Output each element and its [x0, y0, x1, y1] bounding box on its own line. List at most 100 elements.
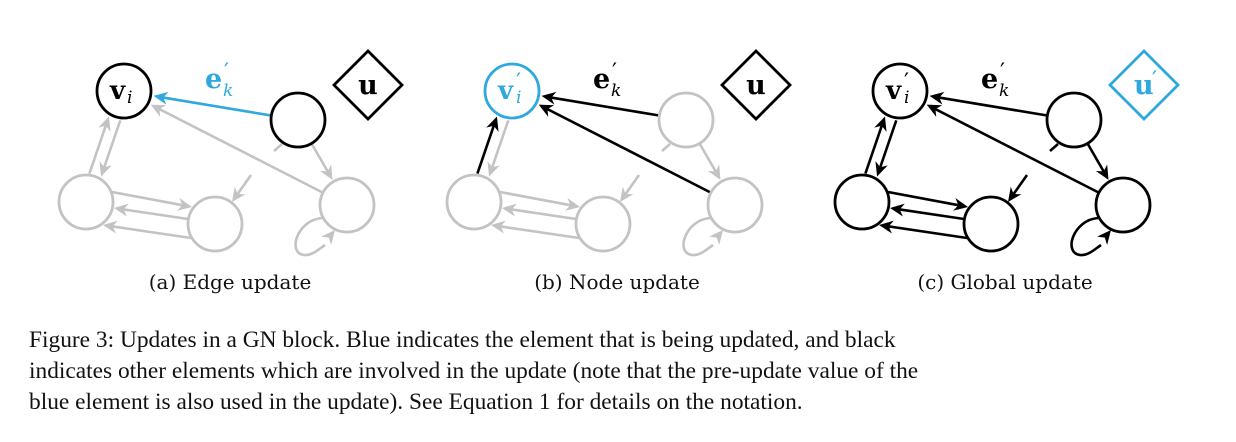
- edge-bottom-left-to-vi: [476, 116, 499, 174]
- edge-bottom-left-to-bottom-mid-arrowhead: [177, 198, 192, 211]
- edge-top-right-stub: [273, 143, 283, 152]
- subcaption-node-update: (b) Node update: [534, 270, 700, 294]
- edge-ek-label: e: [205, 64, 222, 95]
- edge-bottom-left-to-bottom-mid: [111, 190, 192, 211]
- edge-vi-to-bottom-left: [487, 119, 510, 177]
- edge-vi-to-bottom-left-arrowhead: [99, 161, 112, 177]
- self-loop-line: [1070, 216, 1102, 257]
- edge-bottom-mid-to-bottom-left-2-arrowhead: [879, 220, 894, 234]
- edge-e-k-arrowhead: [541, 91, 557, 105]
- node-vi: [95, 62, 153, 120]
- global-attribute-diamond: [332, 49, 404, 121]
- edge-ek-subscript: k: [223, 81, 233, 101]
- edge-bottom-right-to-vi-arrowhead: [538, 104, 555, 117]
- edge-top-right-to-bottom-right: [1086, 143, 1109, 180]
- edge-bottom-mid-to-bottom-left-2: [491, 220, 580, 240]
- edge-e-k: [541, 91, 659, 117]
- node-vi-label: v: [109, 76, 126, 106]
- edge-bottom-mid-to-bottom-left-2: [103, 220, 192, 240]
- edge-top-right-stub: [661, 143, 671, 152]
- edge-bottom-right-to-vi-line: [158, 107, 323, 194]
- edge-bottom-left-to-vi-line: [88, 125, 107, 174]
- edge-top-right-to-bottom-mid-line: [624, 174, 641, 195]
- node-vi-prime: ′: [516, 70, 521, 95]
- edge-bottom-left-to-vi-line: [476, 125, 495, 174]
- edge-bottom-left-to-bottom-mid-arrowhead: [953, 198, 968, 211]
- node-bottom-mid: [186, 195, 244, 253]
- edge-vi-to-bottom-left-arrowhead: [487, 161, 500, 177]
- edge-e-k: [929, 91, 1047, 117]
- edge-bottom-mid-to-bottom-left-1-line: [511, 208, 577, 221]
- node-top-right: [657, 91, 715, 149]
- edge-bottom-left-to-vi: [864, 116, 887, 174]
- edge-ek-subscript: k: [611, 81, 621, 101]
- edge-e-k-line: [163, 96, 271, 117]
- edge-top-right-to-bottom-right-line: [698, 143, 717, 173]
- edge-ek-label: e: [593, 64, 610, 95]
- edge-bottom-mid-to-bottom-left-1-line: [123, 208, 189, 221]
- figure-caption-line: indicates other elements which are invol…: [29, 358, 919, 384]
- edge-bottom-left-to-bottom-mid: [499, 190, 580, 211]
- edge-bottom-right-to-vi: [150, 104, 323, 194]
- self-loop-line: [294, 216, 326, 257]
- edge-vi-to-bottom-left-line: [103, 119, 122, 168]
- node-bottom-left: [833, 173, 891, 231]
- node-bottom-mid: [574, 195, 632, 253]
- self-loop-line: [682, 216, 714, 257]
- edge-self-loop: [1070, 216, 1111, 257]
- edge-top-right-to-bottom-right-line: [1086, 143, 1105, 173]
- edge-top-right-to-bottom-mid: [232, 174, 253, 202]
- self-loop-arrowhead: [321, 230, 335, 245]
- node-vi-subscript: i: [516, 88, 521, 108]
- node-bottom-left: [445, 173, 503, 231]
- global-attribute-diamond: [1108, 49, 1180, 121]
- edge-bottom-mid-to-bottom-left-2-arrowhead: [103, 220, 118, 234]
- edge-bottom-left-to-bottom-mid-line: [499, 190, 571, 207]
- edge-bottom-left-to-vi-arrowhead: [98, 116, 111, 132]
- edge-top-right-to-bottom-right: [310, 143, 333, 180]
- edge-e-k: [153, 91, 271, 117]
- node-vi-label: v: [885, 76, 902, 106]
- node-vi-subscript: i: [904, 88, 909, 108]
- edge-e-k-line: [551, 96, 659, 117]
- edge-bottom-mid-to-bottom-left-1-arrowhead: [890, 203, 905, 217]
- edge-e-k-arrowhead: [929, 91, 945, 105]
- edge-e-k-arrowhead: [153, 91, 169, 105]
- edge-bottom-left-to-bottom-mid-arrowhead: [565, 198, 580, 211]
- edge-top-right-to-bottom-right: [698, 143, 721, 180]
- subcaption-global-update: (c) Global update: [917, 270, 1093, 294]
- edge-vi-to-bottom-left-line: [491, 119, 510, 168]
- global-attribute-label: u: [1134, 70, 1154, 101]
- edge-bottom-mid-to-bottom-left-1: [114, 203, 189, 221]
- figure-caption: Figure 3: Updates in a GN block. Blue in…: [29, 325, 1209, 418]
- node-bottom-left: [57, 173, 115, 231]
- node-bottom-right: [1094, 176, 1152, 234]
- figure-caption-line: blue element is also used in the update)…: [29, 389, 803, 415]
- edge-ek-prime: ′: [1000, 60, 1005, 85]
- edge-bottom-mid-to-bottom-left-1-arrowhead: [502, 203, 517, 217]
- edge-ek-prime: ′: [224, 60, 229, 85]
- global-attribute-label: u: [358, 70, 378, 101]
- edge-bottom-right-to-vi-arrowhead: [150, 104, 167, 117]
- node-top-right: [269, 91, 327, 149]
- edge-bottom-mid-to-bottom-left-2-line: [888, 225, 968, 240]
- global-attribute-prime: ′: [1152, 68, 1157, 93]
- edge-bottom-right-to-vi-arrowhead: [926, 104, 943, 117]
- edge-bottom-mid-to-bottom-left-2: [879, 220, 968, 240]
- edge-bottom-right-to-vi-line: [546, 107, 711, 194]
- self-loop-arrowhead: [709, 230, 723, 245]
- node-vi-label: v: [497, 76, 514, 106]
- edge-bottom-mid-to-bottom-left-1-arrowhead: [114, 203, 129, 217]
- edge-bottom-left-to-bottom-mid-line: [887, 190, 959, 207]
- edge-top-right-to-bottom-mid-line: [1012, 174, 1029, 195]
- edge-ek-subscript: k: [999, 81, 1009, 101]
- edge-top-right-to-bottom-mid: [620, 174, 641, 202]
- edge-top-right-to-bottom-right-line: [310, 143, 329, 173]
- edge-bottom-mid-to-bottom-left-2-arrowhead: [491, 220, 506, 234]
- edge-bottom-left-to-vi: [88, 116, 111, 174]
- node-vi: [483, 62, 541, 120]
